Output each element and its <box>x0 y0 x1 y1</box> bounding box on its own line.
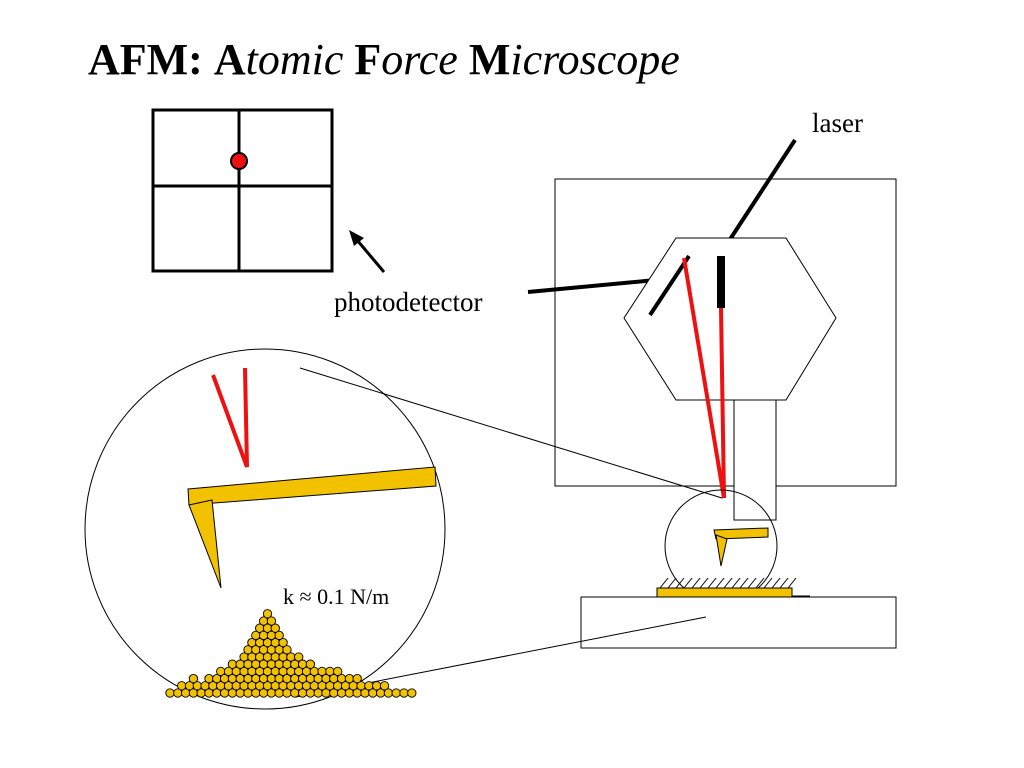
surface-atom <box>344 673 355 684</box>
atom-cluster <box>165 609 417 698</box>
laser-beam <box>682 257 726 499</box>
surface-atom <box>188 673 199 684</box>
laser-spot <box>230 152 248 170</box>
title-letter-m: M <box>468 35 511 84</box>
title-letter-a: A <box>213 35 246 84</box>
photodetector-element <box>648 254 691 317</box>
magnified-cantilever <box>187 466 437 589</box>
surface-atom <box>270 623 280 633</box>
title-word-atomic: tomic <box>245 35 344 84</box>
surface-atom <box>282 645 292 655</box>
surface-atom <box>391 688 401 698</box>
surface-atom <box>266 616 277 626</box>
slide-title: AFM: Atomic Force Microscope <box>88 38 680 82</box>
surface-atom <box>227 659 238 669</box>
zoom-line-top <box>299 367 723 499</box>
small-cantilever <box>713 527 769 567</box>
laser-label: laser <box>812 108 863 138</box>
optics-hexagon <box>623 237 837 401</box>
surface-atom <box>352 673 362 684</box>
surface-atom <box>336 673 347 684</box>
surface-atom <box>294 652 304 662</box>
magnified-laser-beam <box>211 367 249 468</box>
surface-atom <box>333 666 343 677</box>
surface-atom <box>278 637 288 648</box>
surface-atom <box>262 609 273 619</box>
quadrant-photodetector <box>151 108 334 273</box>
cantilever-holder <box>733 399 777 521</box>
spring-constant-label: k ≈ 0.1 N/m <box>283 584 389 609</box>
surface-atom <box>379 681 390 691</box>
title-word-force: orce <box>381 35 458 84</box>
sample-stage <box>580 596 897 649</box>
surface-atom <box>165 688 175 698</box>
surface-atom <box>383 688 394 698</box>
sample-surface <box>656 577 810 599</box>
title-prefix: AFM: <box>88 35 203 84</box>
arrow-to-quadrant <box>349 230 386 273</box>
surface-atom <box>204 673 214 684</box>
laser-diode <box>717 256 725 308</box>
surface-atom <box>274 630 284 641</box>
surface-atom <box>305 659 316 669</box>
photodetector-label: photodetector <box>334 287 482 317</box>
magnified-view-circle <box>84 348 446 710</box>
surface-atom <box>399 688 409 698</box>
surface-atom <box>407 688 417 698</box>
photodetector-pointer <box>527 278 657 294</box>
title-letter-f: F <box>354 35 382 84</box>
title-word-microscope: icroscope <box>510 35 680 84</box>
surface-atom <box>297 659 308 669</box>
